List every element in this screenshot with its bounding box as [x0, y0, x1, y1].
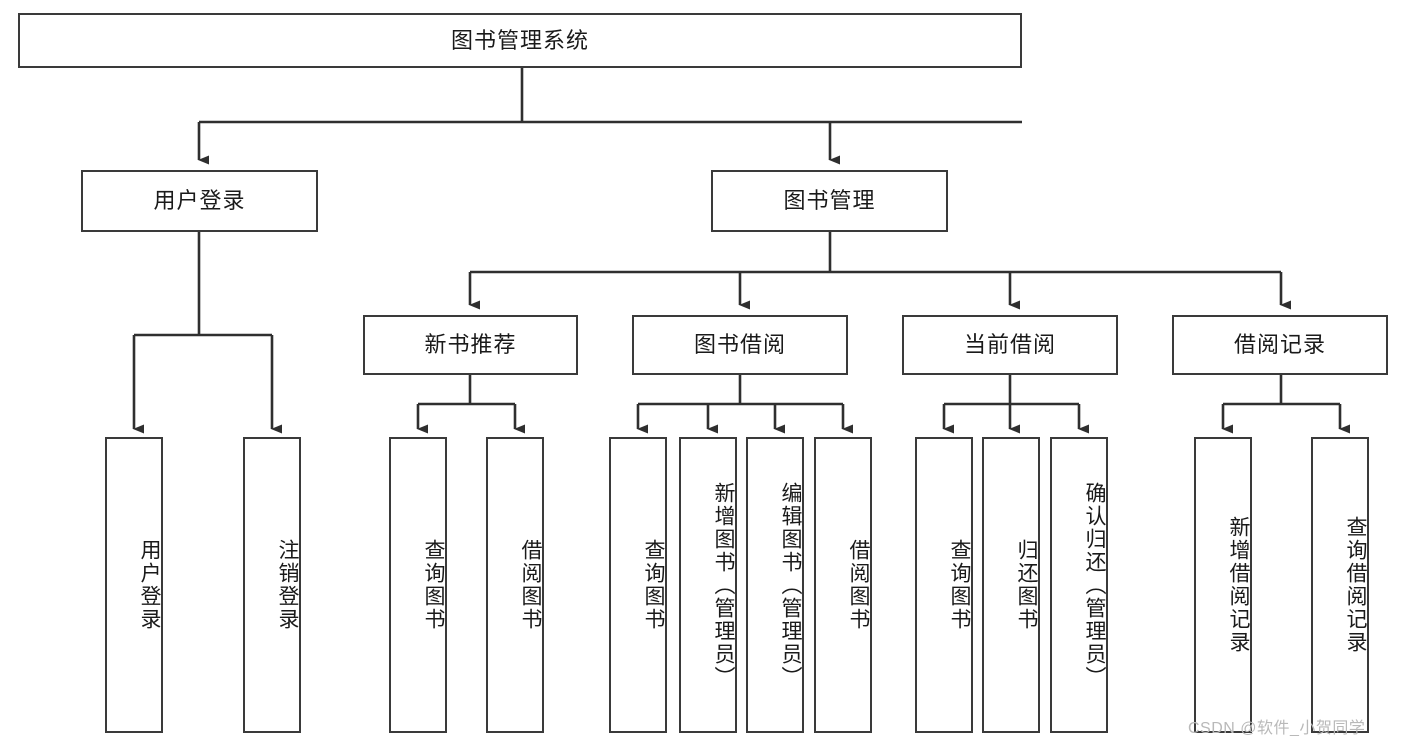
node-current-borrow[interactable]: 当前借阅 [902, 315, 1118, 375]
node-new-book-rec[interactable]: 新书推荐 [363, 315, 578, 375]
node-root[interactable]: 图书管理系统 [18, 13, 1022, 68]
node-leaf-query-book-3[interactable]: 查询图书 [915, 437, 973, 733]
node-leaf-add-record[interactable]: 新增借阅记录 [1194, 437, 1252, 733]
node-leaf-confirm-return-label: 确认归还（管理员） [1083, 481, 1106, 689]
node-new-book-rec-label: 新书推荐 [424, 332, 517, 358]
node-leaf-query-book-2[interactable]: 查询图书 [609, 437, 667, 733]
node-leaf-query-book-1[interactable]: 查询图书 [389, 437, 447, 733]
node-user-login-label: 用户登录 [153, 188, 246, 214]
node-user-login[interactable]: 用户登录 [81, 170, 318, 232]
node-leaf-logout-login-label: 注销登录 [276, 539, 299, 631]
node-leaf-add-book[interactable]: 新增图书（管理员） [679, 437, 737, 733]
node-current-borrow-label: 当前借阅 [963, 332, 1056, 358]
node-borrow-record[interactable]: 借阅记录 [1172, 315, 1388, 375]
node-leaf-return-book[interactable]: 归还图书 [982, 437, 1040, 733]
node-leaf-borrow-book-2[interactable]: 借阅图书 [814, 437, 872, 733]
node-book-borrow[interactable]: 图书借阅 [632, 315, 848, 375]
node-leaf-query-record-label: 查询借阅记录 [1344, 516, 1367, 654]
node-leaf-query-book-2-label: 查询图书 [642, 539, 665, 631]
node-leaf-add-record-label: 新增借阅记录 [1227, 516, 1250, 654]
node-borrow-record-label: 借阅记录 [1233, 332, 1326, 358]
node-leaf-borrow-book-1-label: 借阅图书 [519, 539, 542, 631]
node-book-manage-label: 图书管理 [783, 188, 876, 214]
node-root-label: 图书管理系统 [450, 27, 589, 53]
node-leaf-confirm-return[interactable]: 确认归还（管理员） [1050, 437, 1108, 733]
node-leaf-borrow-book-1[interactable]: 借阅图书 [486, 437, 544, 733]
node-book-borrow-label: 图书借阅 [693, 332, 786, 358]
node-leaf-user-login[interactable]: 用户登录 [105, 437, 163, 733]
node-leaf-user-login-label: 用户登录 [138, 539, 161, 631]
node-leaf-edit-book[interactable]: 编辑图书（管理员） [746, 437, 804, 733]
node-leaf-query-record[interactable]: 查询借阅记录 [1311, 437, 1369, 733]
node-leaf-add-book-label: 新增图书（管理员） [712, 481, 735, 689]
watermark: CSDN @软件_小贺同学 [1188, 720, 1366, 737]
node-leaf-borrow-book-2-label: 借阅图书 [847, 539, 870, 631]
node-leaf-edit-book-label: 编辑图书（管理员） [779, 481, 802, 689]
node-leaf-query-book-1-label: 查询图书 [422, 539, 445, 631]
node-leaf-logout-login[interactable]: 注销登录 [243, 437, 301, 733]
node-book-manage[interactable]: 图书管理 [711, 170, 948, 232]
node-leaf-query-book-3-label: 查询图书 [948, 539, 971, 631]
node-leaf-return-book-label: 归还图书 [1015, 539, 1038, 631]
